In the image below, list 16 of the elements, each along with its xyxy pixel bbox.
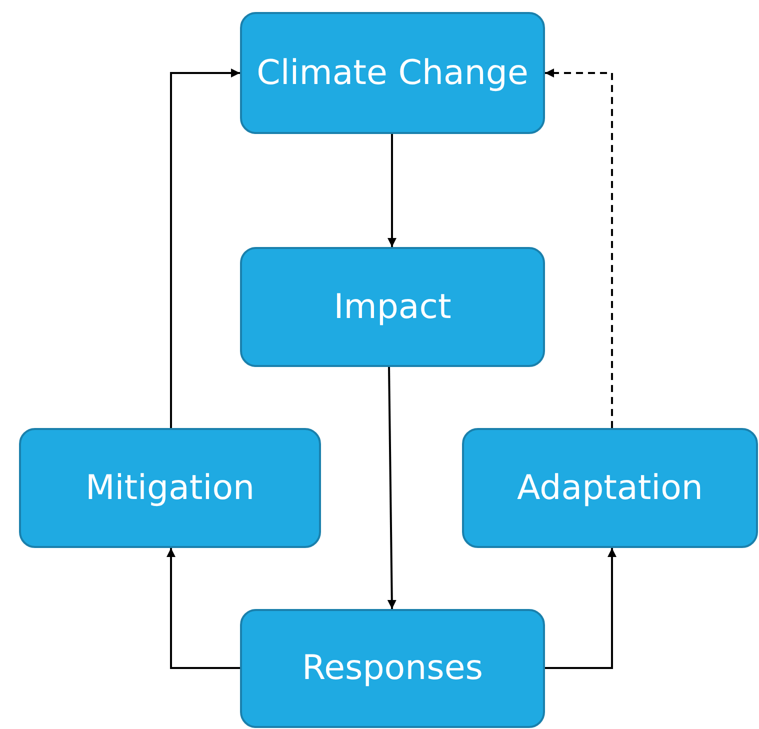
- box-label: Responses: [302, 647, 483, 690]
- arrow: [388, 134, 396, 247]
- box-label: Impact: [334, 286, 452, 329]
- process-box: [240, 609, 545, 728]
- process-box: [19, 428, 321, 548]
- arrow: [545, 548, 616, 669]
- box-label: Adaptation: [517, 466, 703, 510]
- arrow: [170, 68, 240, 428]
- arrow: [545, 68, 613, 428]
- box-label: Mitigation: [85, 466, 255, 510]
- arrow: [166, 548, 240, 669]
- arrow: [387, 366, 396, 610]
- process-box: [240, 247, 545, 367]
- box-label: Climate Change: [256, 52, 528, 95]
- process-box: [240, 12, 545, 134]
- process-box: [462, 428, 758, 548]
